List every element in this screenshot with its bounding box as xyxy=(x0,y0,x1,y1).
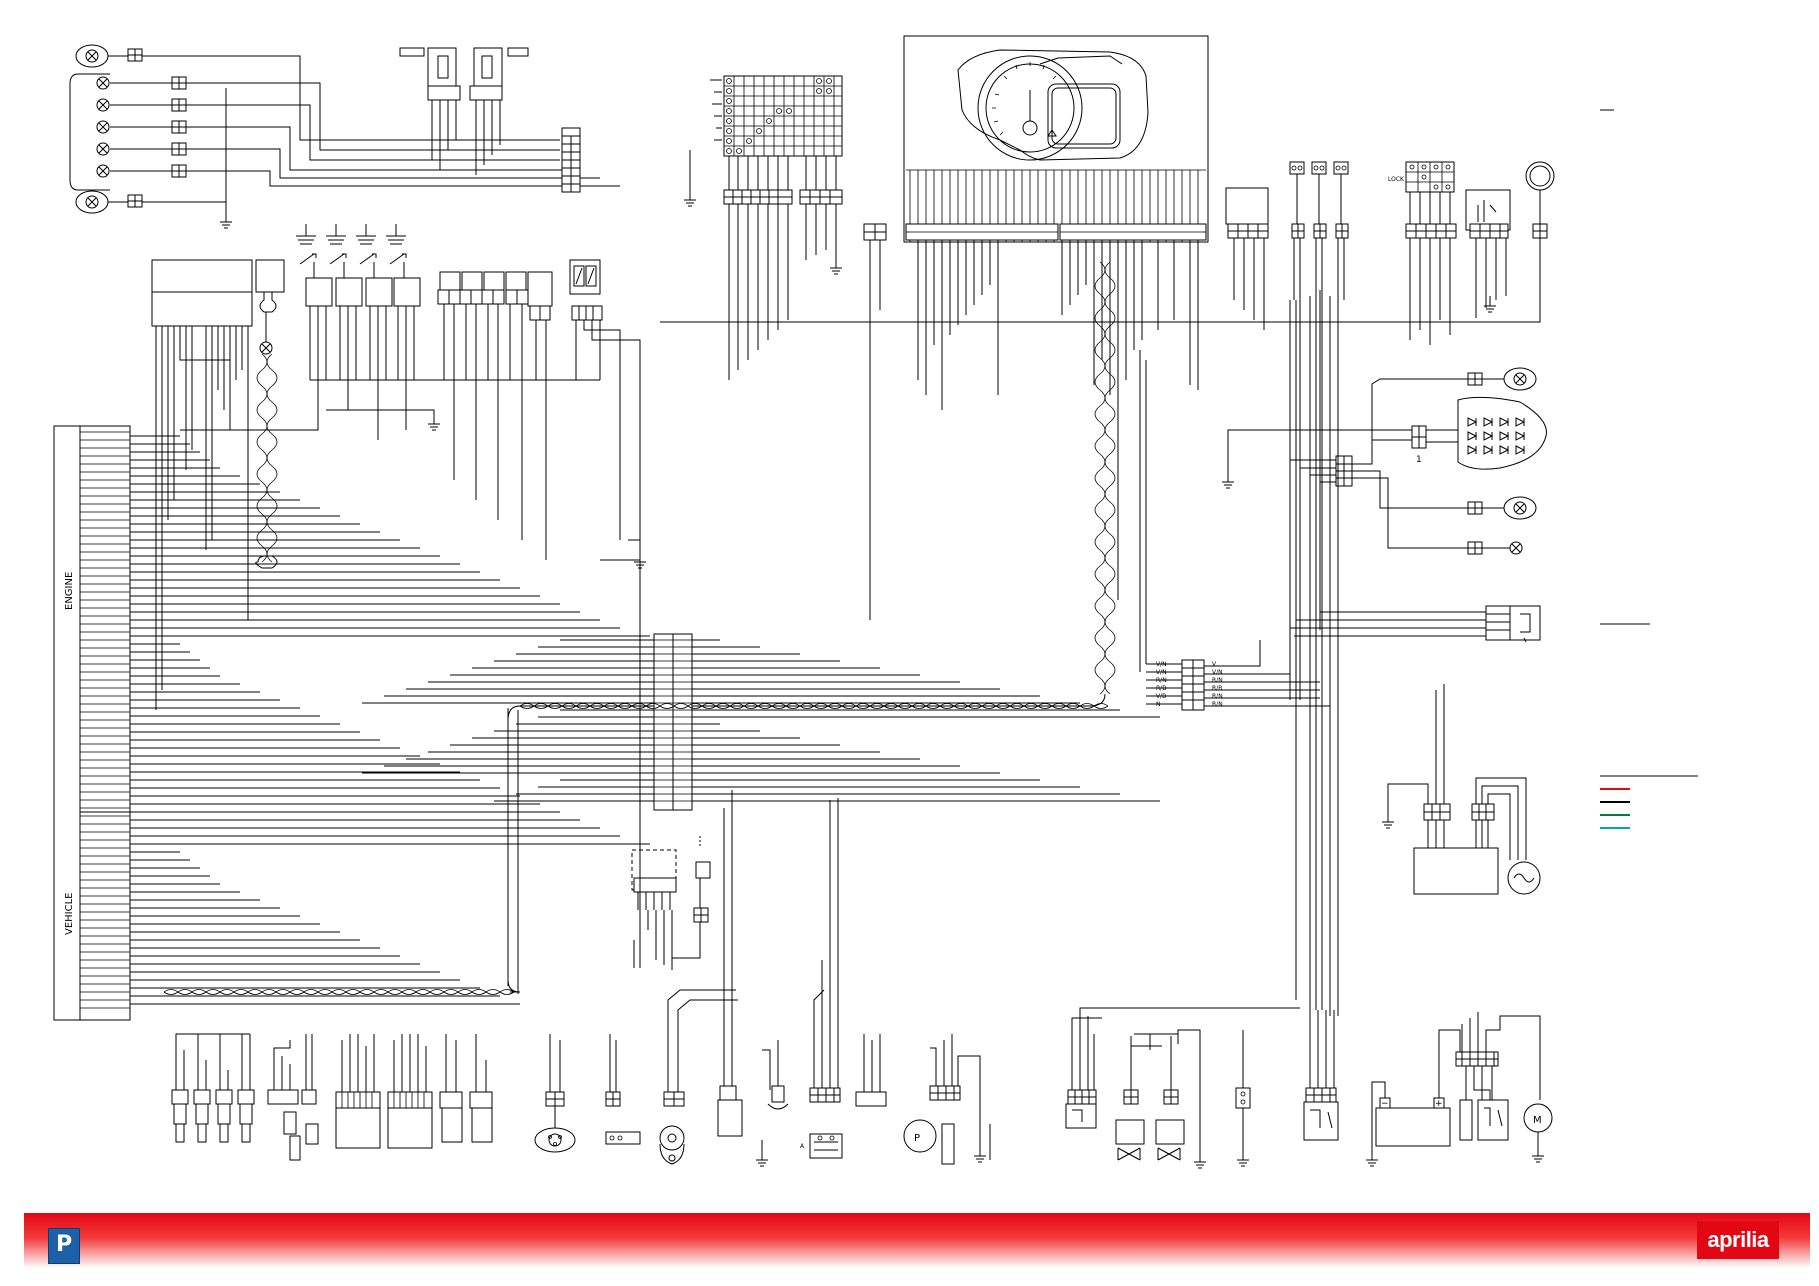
pump-label: P xyxy=(914,1133,920,1144)
sensor-box xyxy=(1465,189,1511,318)
starter-group: M xyxy=(1455,1012,1553,1163)
sensor-label-a: A xyxy=(800,1143,805,1150)
led-tail-light-icon xyxy=(1467,417,1526,455)
battery-icon xyxy=(1375,1107,1451,1147)
connector-pin-label: 1 xyxy=(1416,455,1422,465)
motor-label: M xyxy=(1533,1115,1542,1126)
engine-label: ENGINE xyxy=(64,572,75,610)
injector-group xyxy=(171,1033,255,1143)
sensor-probe xyxy=(672,836,711,959)
lcd-display xyxy=(1047,83,1121,149)
switch-matrix xyxy=(710,75,843,157)
alternator-icon xyxy=(1507,861,1541,895)
matrix-connectors xyxy=(684,150,843,380)
small-connector-block xyxy=(863,187,1269,620)
ignition-switch: LOCK xyxy=(1388,161,1457,345)
twisted-pair-left xyxy=(255,353,278,569)
connector-e xyxy=(1303,1010,1339,1141)
cam-sensor xyxy=(659,989,738,1165)
switch-connector xyxy=(561,127,581,193)
relay-row xyxy=(180,224,600,440)
ecu-left-top xyxy=(151,259,285,710)
footer-banner xyxy=(24,1213,1810,1268)
lamp-icon xyxy=(75,190,109,214)
speed-sensor xyxy=(534,1034,576,1153)
gear-sensor: A xyxy=(800,798,843,1159)
dashed-module xyxy=(631,849,677,970)
piaggio-logo: P xyxy=(48,1228,80,1264)
lamp-connectors xyxy=(127,48,187,208)
central-connector xyxy=(653,633,693,811)
sensor-group-a xyxy=(267,1034,319,1161)
relay-b xyxy=(717,790,743,1137)
front-lights-group xyxy=(69,44,620,229)
fuel-pump-icon xyxy=(903,1119,937,1153)
lamp-icon xyxy=(75,44,109,68)
lock-label: LOCK xyxy=(1388,176,1405,183)
wire-color-code: R/N xyxy=(1212,693,1223,700)
rear-connector-box xyxy=(1290,605,1541,643)
bottom-components: A P xyxy=(171,559,1553,1169)
wire-color-code: R/N xyxy=(1212,677,1223,684)
handlebar-switch-right xyxy=(469,47,529,175)
relay-switches xyxy=(1289,161,1349,306)
engine-ecu-connector: ENGINE VEHICLE xyxy=(53,425,131,1021)
aprilia-logo: aprilia xyxy=(1697,1221,1779,1259)
sensor-dome xyxy=(762,1040,789,1110)
rear-lights: 1 xyxy=(1222,367,1547,555)
instrument-cluster xyxy=(903,35,1209,600)
battery: − + xyxy=(1366,1029,1461,1167)
coded-connector: V/NV/NR/NR/BV/BN VV/NR/NR/BR/NR/N xyxy=(1139,350,1330,711)
fuel-pump: P xyxy=(903,1034,986,1165)
battery-minus-label: − xyxy=(1381,1099,1389,1109)
cluster-pins xyxy=(905,169,1207,242)
twisted-pair-can xyxy=(507,261,1116,993)
color-legend xyxy=(1600,775,1698,829)
battery-plus-label: + xyxy=(1435,1099,1443,1109)
sensor-b xyxy=(605,1034,641,1145)
wire-color-code: R/N xyxy=(1212,701,1223,708)
wire-color-code: V xyxy=(1212,661,1217,668)
solenoid-pair xyxy=(1065,1007,1300,1169)
wire-color-code: V/N xyxy=(1212,669,1223,676)
regulator-box xyxy=(1382,684,1541,895)
tachometer-dial xyxy=(977,55,1083,161)
switch-d xyxy=(1235,1030,1251,1167)
horn-icon xyxy=(660,161,1555,323)
handlebar-switch-left xyxy=(399,47,560,170)
connector-c xyxy=(855,1034,887,1107)
vehicle-label: VEHICLE xyxy=(64,893,75,936)
twisted-pair-mid xyxy=(507,703,1109,994)
wire-color-code: R/B xyxy=(1212,685,1222,692)
bulb-row xyxy=(96,76,110,178)
ecu-block-a xyxy=(335,1034,493,1149)
fuse-row xyxy=(437,259,641,560)
twisted-pair-bottom xyxy=(163,989,515,995)
